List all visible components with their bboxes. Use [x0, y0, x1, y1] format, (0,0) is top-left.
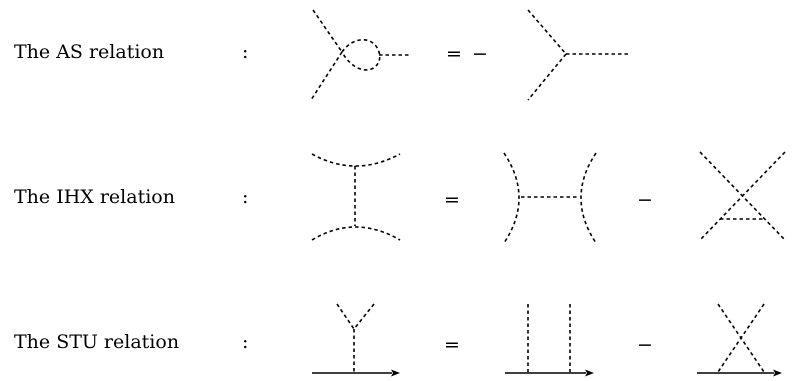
as-relation-equals: = — [446, 43, 462, 65]
ihx-x-diag-2 — [699, 151, 786, 241]
stu-crossed-arrowhead — [773, 369, 782, 377]
ihx-i-top-arc — [311, 153, 401, 167]
ihx-h-diagram — [503, 152, 597, 244]
as-right-lower-leg — [527, 53, 567, 101]
ihx-relation-equals: = — [444, 189, 460, 211]
as-left-twist-loop — [341, 39, 381, 71]
ihx-i-diagram — [311, 153, 401, 241]
stu-y-right-arm — [353, 303, 375, 330]
stu-parallel-diagram — [505, 304, 594, 377]
ihx-h-right-arc — [580, 152, 597, 244]
ihx-i-bottom-arc — [311, 226, 401, 241]
ihx-x-diagram — [699, 151, 786, 241]
stu-relation-label: The STU relation — [14, 331, 180, 353]
stu-y-arrowhead — [391, 369, 400, 377]
stu-crossed-leg-2 — [717, 303, 765, 373]
as-left-lower-leg — [310, 51, 343, 101]
as-relation-colon: : — [242, 41, 249, 63]
stu-relation-colon: : — [242, 331, 249, 353]
ihx-relation-minus: − — [637, 189, 653, 211]
ihx-h-left-arc — [503, 152, 520, 244]
as-left-diagram — [310, 9, 410, 101]
stu-relation-minus: − — [637, 334, 653, 356]
stu-y-left-arm — [336, 303, 355, 330]
stu-y-diagram — [312, 303, 400, 377]
ihx-relation-label: The IHX relation — [14, 186, 175, 208]
as-left-upper-leg — [312, 9, 343, 53]
as-right-upper-leg — [527, 9, 567, 55]
ihx-relation-colon: : — [242, 186, 249, 208]
stu-parallel-arrowhead — [585, 369, 594, 377]
as-right-diagram — [527, 9, 628, 101]
as-relation-minus: − — [472, 43, 488, 65]
stu-crossed-diagram — [697, 303, 782, 377]
stu-relation-equals: = — [444, 334, 460, 356]
as-relation-label: The AS relation — [14, 41, 165, 63]
